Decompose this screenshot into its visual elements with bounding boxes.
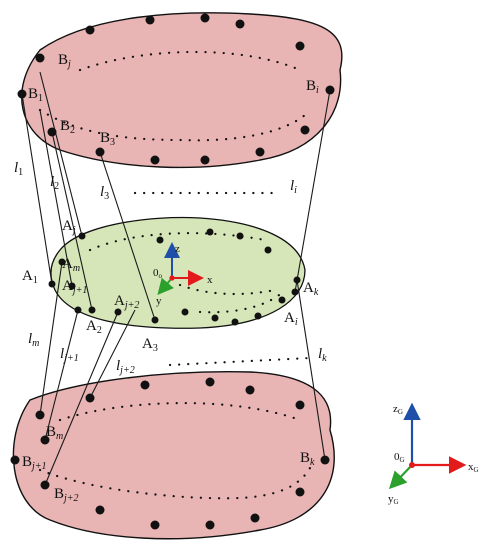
- top-fixed-frame: [21, 12, 343, 169]
- cable-l3: [99, 151, 156, 321]
- label-a2: A2: [86, 318, 102, 336]
- label-l3: l3: [100, 184, 109, 202]
- label-aj: Aj: [62, 218, 76, 236]
- label-lj1: lj+1: [60, 346, 79, 364]
- top-frame-points: [17, 13, 335, 165]
- label-b3: B3: [100, 130, 115, 148]
- label-lm: lm: [28, 331, 39, 349]
- local-y-label: y: [156, 295, 162, 307]
- label-bj: Bj: [58, 52, 71, 70]
- label-bj1: Bj+1: [22, 454, 47, 472]
- label-b1: B1: [28, 86, 43, 104]
- label-aj1: Aj+1: [62, 278, 87, 296]
- label-l1: l1: [14, 160, 23, 178]
- cable-l2b: [39, 109, 73, 287]
- platform-dotted-arc-lower: [178, 283, 277, 296]
- label-l2: l2: [50, 174, 59, 192]
- cable-lj1: [44, 309, 79, 441]
- label-am: Am: [62, 256, 80, 274]
- label-lk: lk: [318, 346, 327, 364]
- cable-lj-upper: [39, 71, 83, 237]
- local-z-label: z: [175, 243, 180, 255]
- local-origin-label: 0o: [153, 267, 163, 280]
- global-y-axis: [388, 464, 413, 490]
- bottom-fixed-frame: [12, 371, 335, 540]
- label-ak: Ak: [303, 280, 319, 298]
- cable-l1: [21, 93, 53, 285]
- label-li: li: [290, 178, 297, 196]
- label-a3: A3: [142, 336, 158, 354]
- label-ai: Ai: [284, 310, 298, 328]
- cable-li: [294, 89, 331, 293]
- cable-lj2: [44, 311, 119, 486]
- label-b2: B2: [60, 118, 75, 136]
- bottom-frame-points: [10, 377, 330, 530]
- cable-lj2b: [89, 309, 136, 399]
- label-a1: A1: [22, 268, 38, 286]
- label-lj2: lj+2: [116, 358, 135, 376]
- label-bk: Bk: [300, 450, 315, 468]
- top-frame-dotted-arc-lower: [38, 108, 307, 142]
- platform-points: [48, 228, 301, 326]
- label-bj2: Bj+2: [54, 486, 79, 504]
- lower-cable-gap-dots: [168, 356, 312, 367]
- global-coordinate-frame: zG xG yG 0G: [388, 402, 479, 506]
- cable-lm: [39, 261, 63, 416]
- local-origin-dot: [169, 275, 175, 281]
- moving-platform: [50, 216, 306, 329]
- local-coordinate-frame: z x y 0o: [153, 242, 213, 307]
- cable-lk: [296, 279, 326, 461]
- local-y-axis: [157, 277, 174, 296]
- global-y-label: yG: [388, 493, 399, 506]
- global-origin-label: 0G: [394, 451, 405, 464]
- global-origin-dot: [409, 462, 415, 468]
- global-x-label: xG: [468, 461, 479, 474]
- global-z-label: zG: [393, 403, 403, 416]
- label-bi: Bi: [306, 78, 319, 96]
- local-x-label: x: [207, 274, 213, 286]
- bottom-frame-dotted-arc-upper: [58, 402, 302, 422]
- label-bm: Bm: [46, 424, 63, 442]
- cable-l2a: [51, 131, 93, 311]
- label-aj2: Aj+2: [114, 293, 139, 311]
